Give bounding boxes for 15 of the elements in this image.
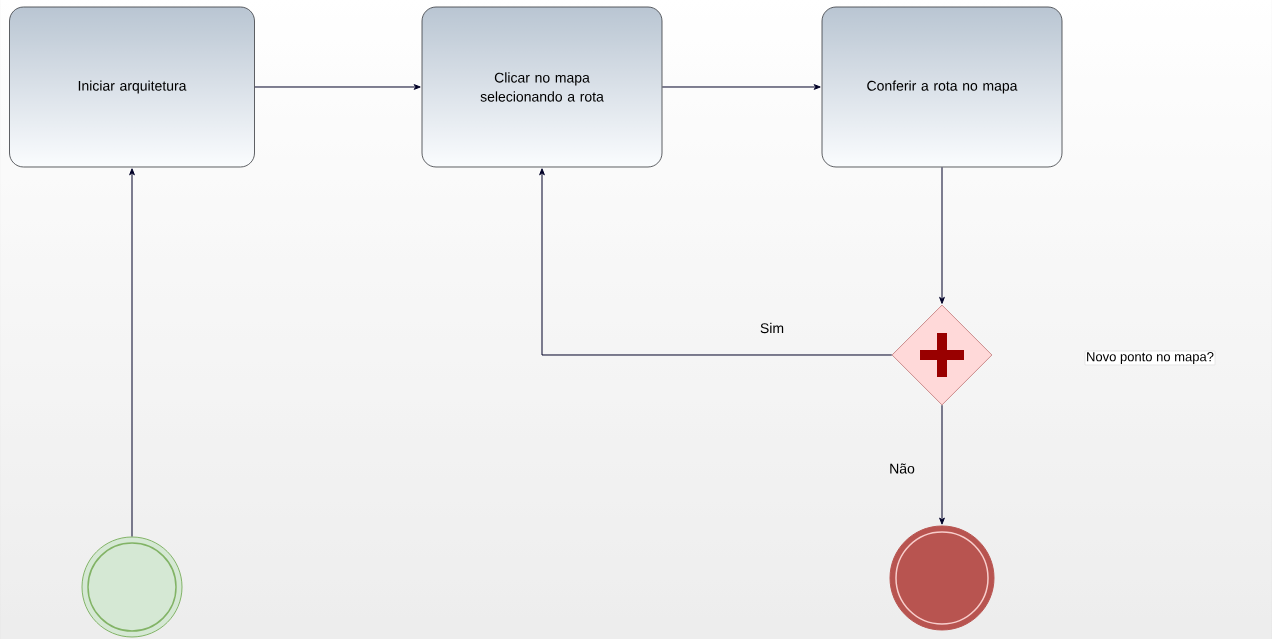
edge-label: Sim [760,322,784,334]
edge-label: Não [890,463,915,474]
process-box: Iniciar arquitetura [9,6,255,168]
process-box: Conferir a rota no mapa [821,6,1063,168]
arrow [254,84,421,90]
end-event [889,525,995,631]
question-label: Novo ponto no mapa? [1084,350,1216,366]
arrow [129,168,135,537]
arrow [661,84,821,90]
arrow [539,168,893,356]
gateway-diamond [891,304,993,406]
process-box: Clicar no mapa selecionando a rota [421,6,663,168]
arrow [939,166,945,304]
arrow [939,404,945,525]
start-event [81,536,183,638]
